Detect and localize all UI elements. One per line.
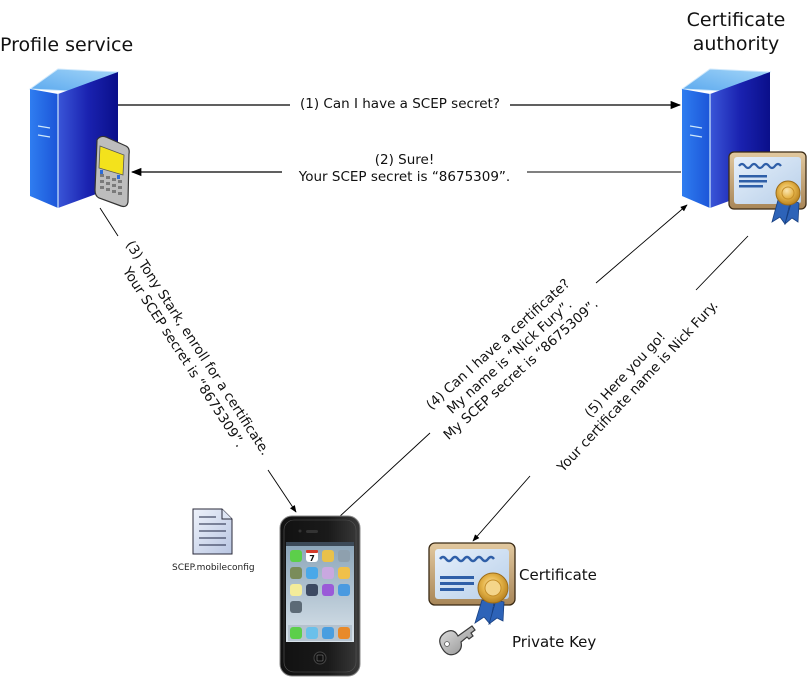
arrow-step-3-top-segment bbox=[99, 207, 119, 237]
arrow-step-4-top-segment bbox=[595, 204, 688, 284]
ca-title-line2: authority bbox=[692, 33, 780, 55]
document-icon bbox=[192, 508, 233, 555]
ca-title-line1: Certificate bbox=[686, 9, 786, 31]
certificate-label: Certificate bbox=[519, 566, 597, 584]
arrow-step-5-bottom-segment bbox=[472, 475, 531, 542]
message-step-2-line-1: (2) Sure! bbox=[374, 152, 435, 168]
ca-certificate-icon bbox=[728, 151, 807, 226]
calendar-day: 7 bbox=[309, 554, 315, 563]
config-file-label: SCEP.mobileconfig bbox=[172, 563, 255, 573]
key-icon bbox=[439, 625, 476, 656]
message-step-1: (1) Can I have a SCEP secret? bbox=[290, 96, 510, 113]
iphone-app-grid bbox=[288, 550, 352, 641]
feature-phone-icon bbox=[94, 135, 130, 208]
iphone-icon: 7 bbox=[279, 515, 361, 677]
arrow-step-5-top-segment bbox=[695, 235, 749, 291]
message-step-1-line-1: (1) Can I have a SCEP secret? bbox=[300, 96, 500, 112]
message-step-2-line-2: Your SCEP secret is “8675309”. bbox=[298, 169, 511, 185]
arrow-step-3-bottom-segment bbox=[267, 469, 297, 513]
arrow-step-4-bottom-segment bbox=[337, 432, 431, 519]
profile-service-title: Profile service bbox=[0, 34, 134, 56]
private-key-label: Private Key bbox=[512, 633, 597, 651]
certificate-icon bbox=[428, 542, 516, 626]
message-step-2: (2) Sure! Your SCEP secret is “8675309”. bbox=[282, 152, 527, 186]
